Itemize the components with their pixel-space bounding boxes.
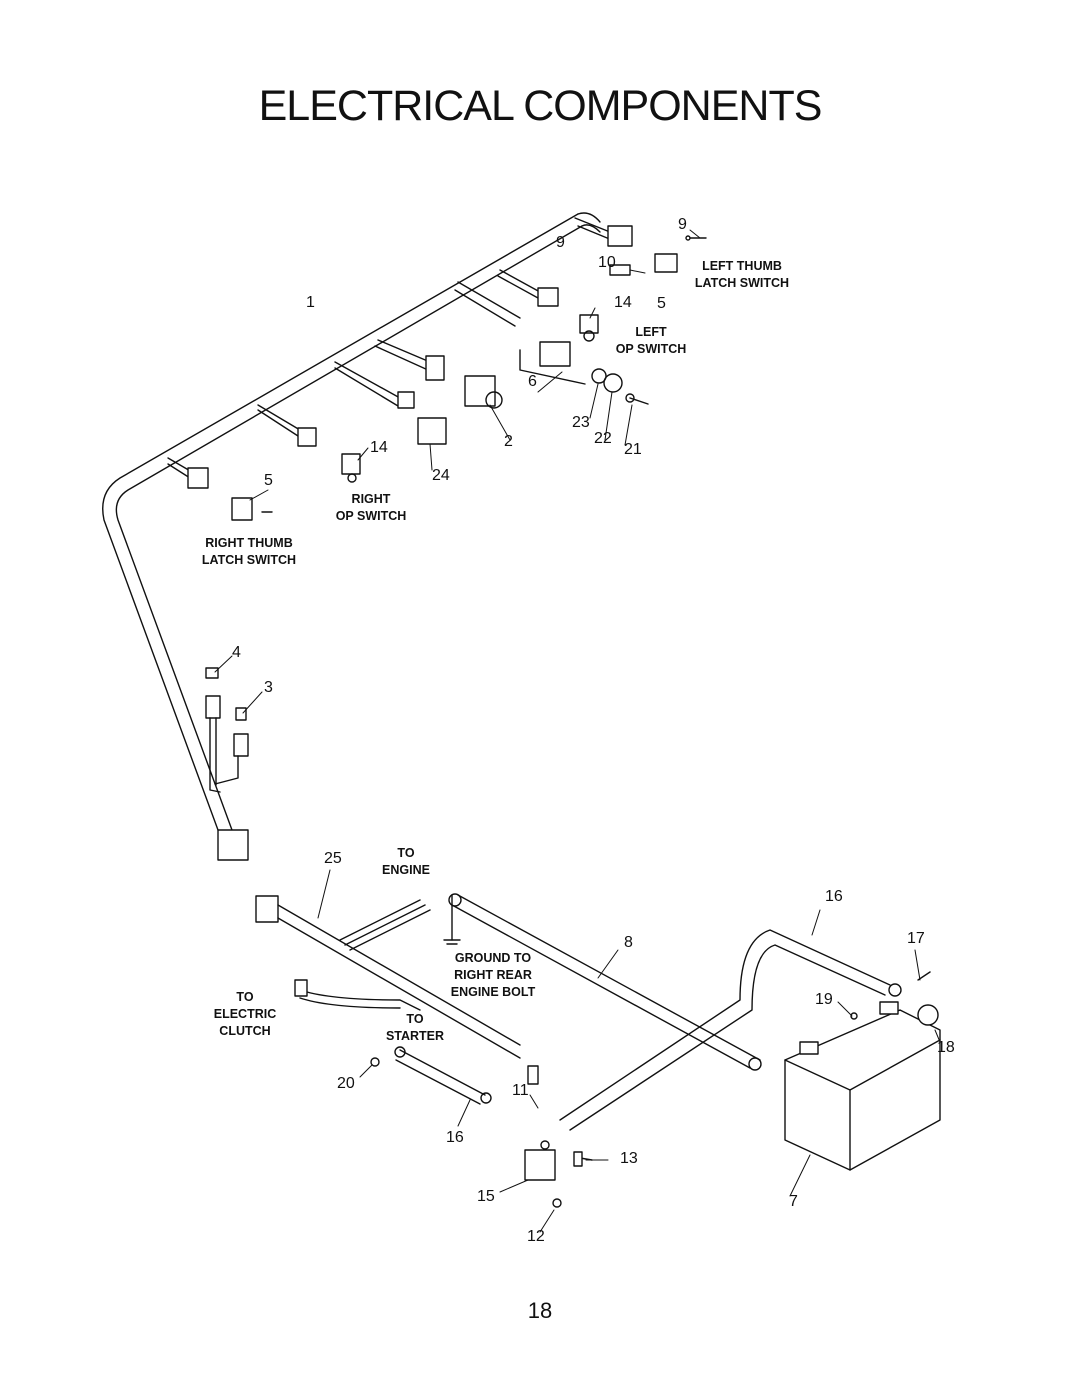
label-left-op-switch: LEFT OP SWITCH (615, 325, 687, 356)
switch-parts (231, 235, 707, 521)
label-ground: GROUND TO RIGHT REAR ENGINE BOLT (450, 951, 536, 999)
callout-1: 1 (306, 294, 315, 311)
callout-2: 2 (504, 433, 513, 450)
callout-7: 7 (789, 1193, 798, 1210)
label-right-thumb-latch: RIGHT THUMB LATCH SWITCH (201, 536, 297, 567)
callout-21: 21 (624, 441, 642, 458)
label-to-starter: TO STARTER (385, 1012, 445, 1043)
callout-8: 8 (624, 934, 633, 951)
callout-18: 18 (937, 1039, 955, 1056)
callout-14: 14 (370, 439, 388, 456)
callout-20: 20 (337, 1075, 355, 1092)
callout-15: 15 (477, 1188, 495, 1205)
callout-9-top: 9 (678, 216, 687, 233)
callout-17: 17 (907, 930, 925, 947)
callout-19: 19 (815, 991, 833, 1008)
callout-9: 9 (556, 234, 565, 251)
callout-25: 25 (324, 850, 342, 867)
callout-23: 23 (572, 414, 590, 431)
battery (784, 971, 941, 1171)
label-electric-clutch: TO ELECTRIC CLUTCH (213, 990, 277, 1038)
page-number: 18 (527, 1298, 553, 1323)
callout-10: 10 (598, 254, 616, 271)
callout-22: 22 (594, 430, 612, 447)
callout-16-right: 16 (825, 888, 843, 905)
callout-5-top: 5 (657, 295, 666, 312)
callout-13: 13 (620, 1150, 638, 1167)
page-title: ELECTRICAL COMPONENTS (258, 82, 823, 130)
label-right-op-switch: RIGHT OP SWITCH (335, 492, 407, 523)
callout-6: 6 (528, 373, 537, 390)
leader-lines (214, 229, 941, 1233)
main-harness (102, 212, 601, 831)
label-to-engine: TO ENGINE (382, 846, 430, 877)
callout-5: 5 (264, 472, 273, 489)
callout-11: 11 (512, 1082, 529, 1099)
callout-12: 12 (527, 1228, 545, 1245)
harness-branches (167, 217, 633, 489)
callout-4: 4 (232, 644, 241, 661)
lower-harness (255, 893, 902, 1208)
label-left-thumb-latch: LEFT THUMB LATCH SWITCH (694, 259, 790, 290)
callout-24: 24 (432, 467, 450, 484)
fuse-section (205, 667, 249, 861)
callout-3: 3 (264, 679, 273, 696)
callout-14-top: 14 (614, 294, 632, 311)
callout-16-left: 16 (446, 1129, 464, 1146)
